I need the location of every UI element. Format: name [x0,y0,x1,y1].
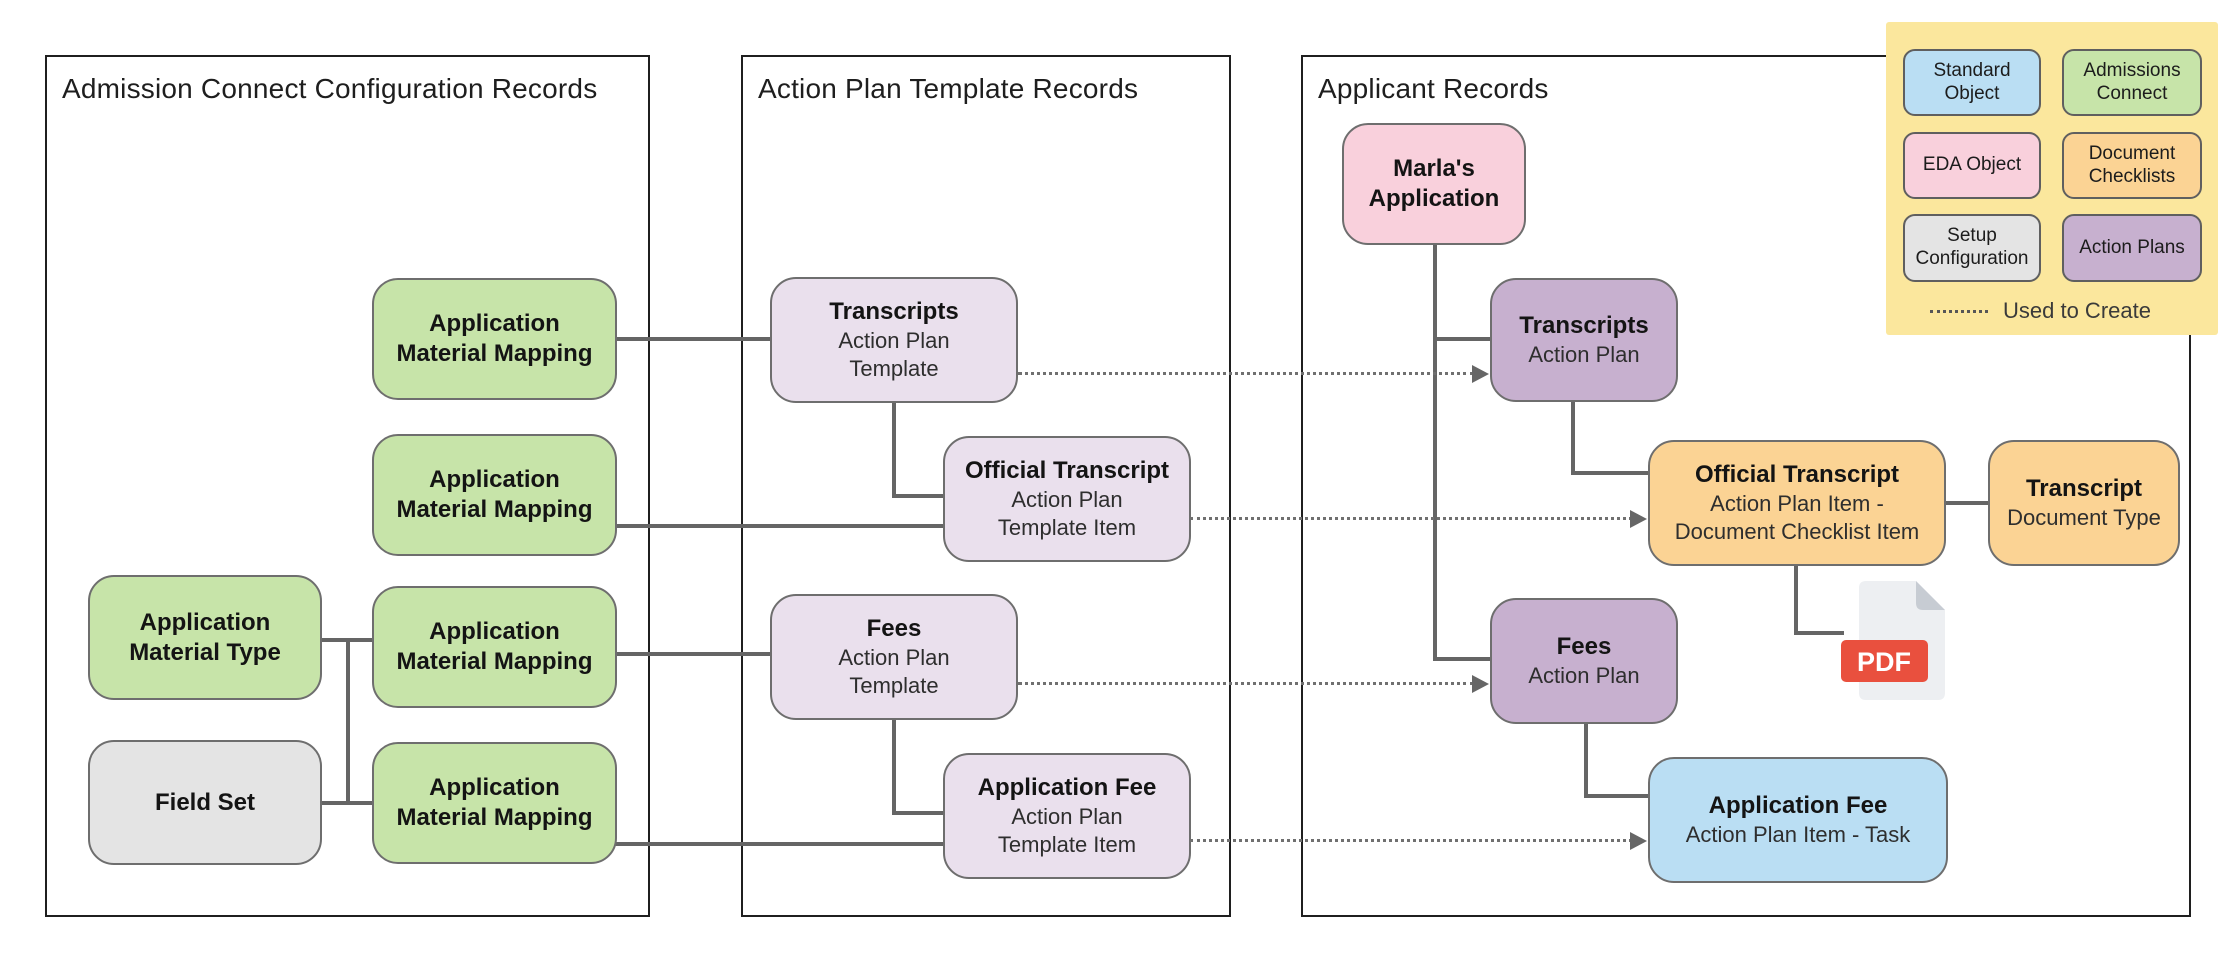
dotted-line-sample-icon [1930,309,1988,313]
container-title-templates: Action Plan Template Records [758,73,1139,104]
arrowhead-icon [1630,510,1647,528]
connector-trunk-to-transcripts-action-plan [1433,337,1491,341]
node-application-fee-action-plan-item-task: Application Fee Action Plan Item - Task [1648,757,1948,883]
connector-transcripts-template-elbow-v [892,402,896,498]
connector-fees-ap-elbow-v [1584,723,1588,798]
connector-marla-trunk [1433,244,1437,661]
connector-fees-ap-elbow-h [1584,794,1650,798]
connector-official-transcript-to-document-type [1946,501,1990,505]
pdf-file-icon: PDF [1841,581,1945,700]
arrowhead-icon [1472,675,1489,693]
dotted-connector-fees-template-to-action-plan [1018,682,1474,685]
connector-transcripts-template-elbow-h [892,494,945,498]
dotted-connector-official-transcript-item [1190,517,1632,520]
connector-amm4-to-application-fee-template-item [615,842,945,846]
container-title-applicant: Applicant Records [1318,73,1549,104]
node-transcript-document-type: Transcript Document Type [1988,440,2180,566]
connector-transcripts-ap-elbow-h [1571,471,1650,475]
connector-trunk-to-fees-action-plan [1433,657,1491,661]
legend-chip-action-plans: Action Plans [2062,214,2202,282]
dotted-connector-application-fee-item [1190,839,1632,842]
connector-ladder-vertical [346,638,350,805]
node-official-transcript-action-plan-item-document-checklist-item: Official Transcript Action Plan Item -Do… [1648,440,1946,566]
connector-official-transcript-to-pdf-v [1794,565,1798,635]
arrowhead-icon [1472,365,1489,383]
legend-chip-eda-object: EDA Object [1903,132,2041,199]
legend-used-to-create: Used to Create [1930,298,2151,324]
connector-transcripts-ap-elbow-v [1571,401,1575,475]
container-title-config: Admission Connect Configuration Records [62,73,598,104]
pdf-label: PDF [1857,647,1911,677]
node-fees-action-plan: Fees Action Plan [1490,598,1678,724]
pdf-folded-corner [1916,581,1945,610]
connector-fees-template-elbow-h [892,811,945,815]
connector-amm3-to-fees-template [615,652,772,656]
connector-amm2-to-official-transcript-template-item [615,524,945,528]
arrowhead-icon [1630,832,1647,850]
dotted-connector-transcripts-template-to-action-plan [1018,372,1474,375]
connector-amm1-to-transcripts-template [615,337,772,341]
node-transcripts-action-plan: Transcripts Action Plan [1490,278,1678,402]
pdf-badge [1841,640,1928,682]
connector-fees-template-elbow-v [892,719,896,815]
connector-official-transcript-to-pdf-h [1794,631,1844,635]
node-field-set: Field Set [88,740,322,865]
